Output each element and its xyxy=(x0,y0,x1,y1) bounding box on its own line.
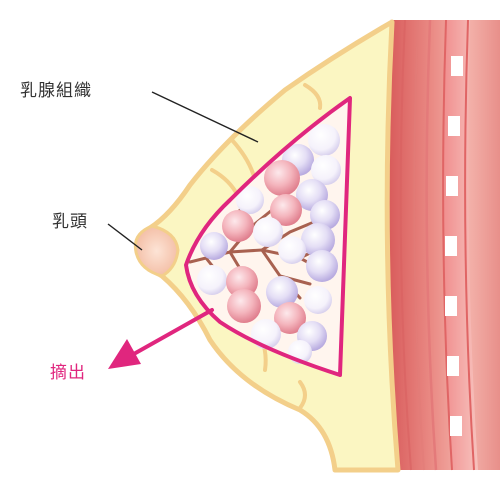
gland-lobules xyxy=(197,124,341,364)
mammary-tissue-label: 乳腺組織 xyxy=(20,81,92,101)
arrow-down-left-icon xyxy=(108,308,214,369)
nipple xyxy=(133,224,180,278)
nipple-leader-line xyxy=(107,223,143,251)
nipple-label: 乳頭 xyxy=(52,212,88,232)
excision-label: 摘出 xyxy=(50,363,86,383)
mammary-tissue-leader-line xyxy=(151,91,259,143)
ribs xyxy=(445,56,463,436)
excision-outline xyxy=(184,96,352,377)
